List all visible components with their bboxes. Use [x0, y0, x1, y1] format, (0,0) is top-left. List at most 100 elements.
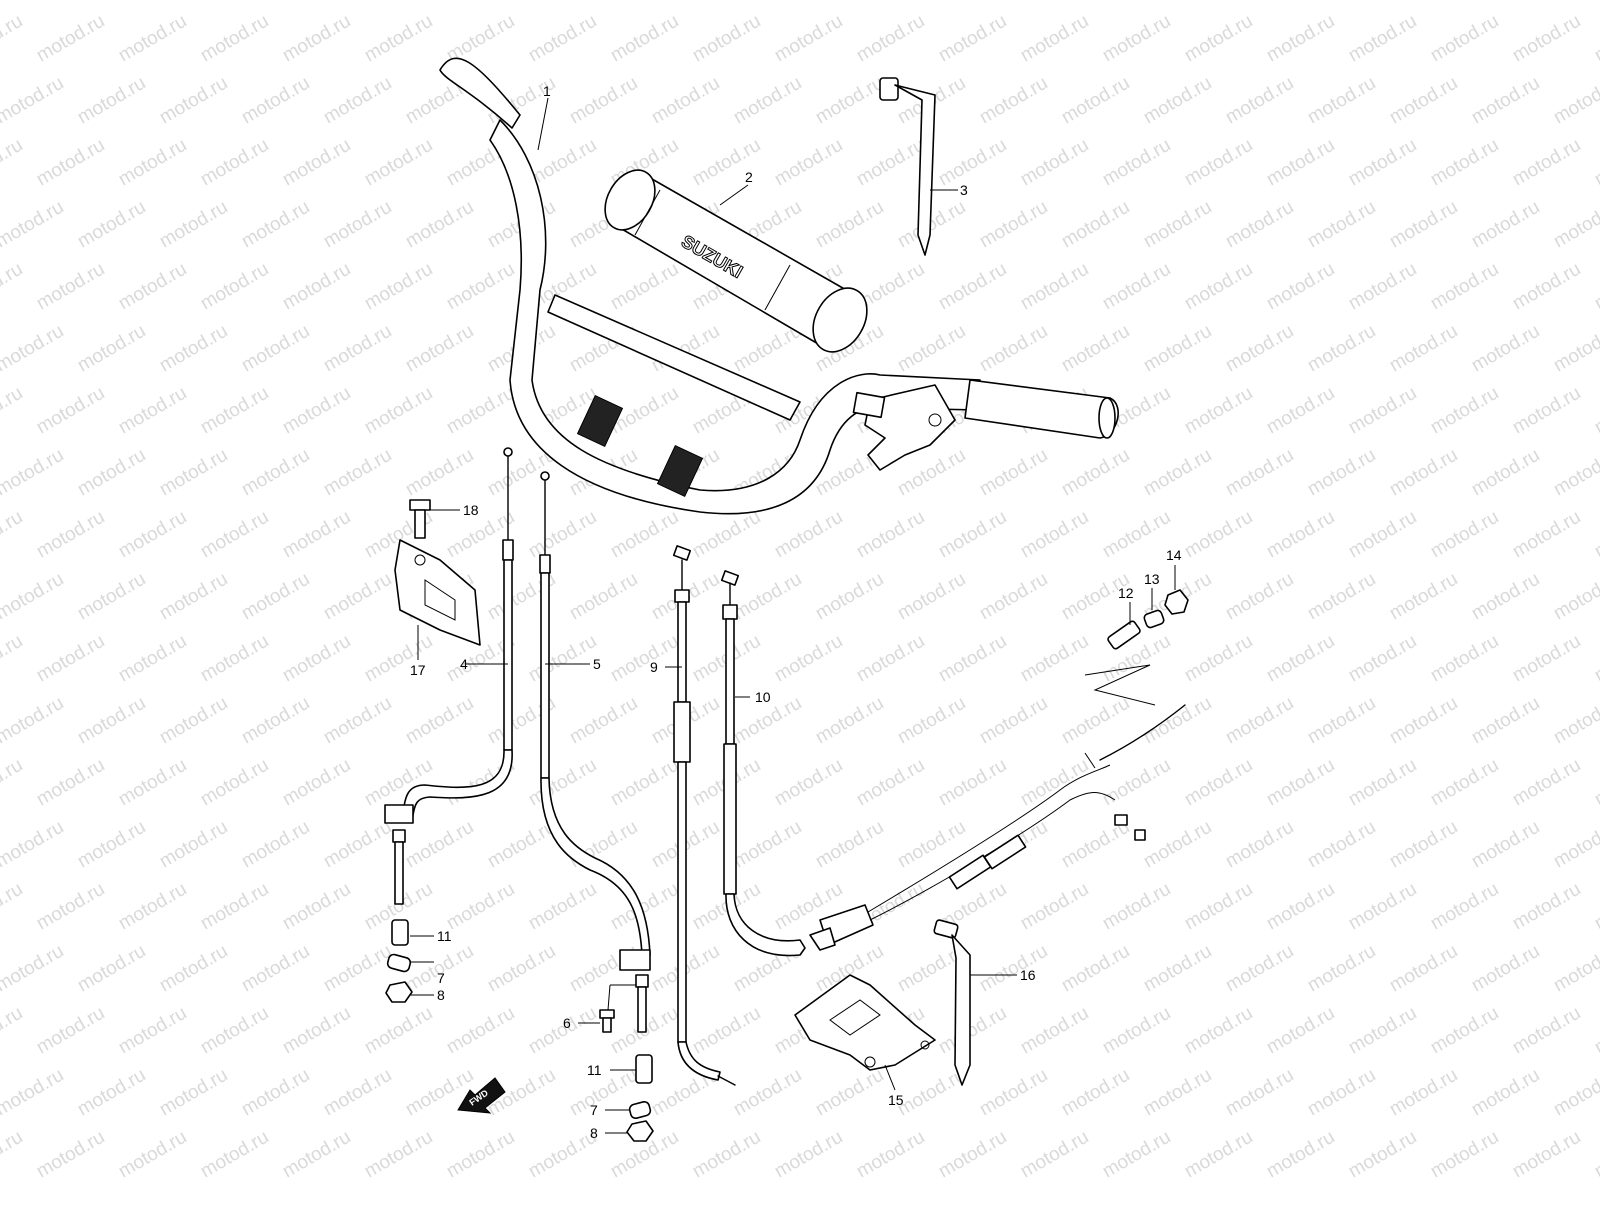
watermark-text: motod.ru	[1181, 1003, 1256, 1059]
watermark-text: motod.ru	[1099, 879, 1174, 935]
watermark-text: motod.ru	[279, 11, 354, 67]
watermark-text: motod.ru	[566, 693, 641, 749]
watermark-text: motod.ru	[730, 0, 805, 4]
callout-7-right: 7	[590, 1102, 598, 1118]
watermark-text: motod.ru	[1304, 693, 1379, 749]
watermark-text: motod.ru	[812, 73, 887, 129]
watermark-text: motod.ru	[1386, 445, 1461, 501]
watermark-text: motod.ru	[1181, 259, 1256, 315]
watermark-text: motod.ru	[0, 879, 26, 935]
cable-tie-3	[879, 77, 936, 256]
watermark-text: motod.ru	[320, 817, 395, 873]
watermark-text: motod.ru	[1591, 631, 1600, 687]
watermark-text: motod.ru	[935, 755, 1010, 811]
watermark-text: motod.ru	[976, 445, 1051, 501]
watermark-text: motod.ru	[976, 197, 1051, 253]
watermark-text: motod.ru	[1304, 197, 1379, 253]
watermark-text: motod.ru	[74, 445, 149, 501]
callout-11-right: 11	[587, 1062, 602, 1078]
watermark-text: motod.ru	[771, 631, 846, 687]
handlebar-pad: SUZUKI	[604, 169, 868, 353]
watermark-text: motod.ru	[1263, 755, 1338, 811]
watermark-text: motod.ru	[894, 817, 969, 873]
watermark-text: motod.ru	[1181, 383, 1256, 439]
watermark-text: motod.ru	[1550, 569, 1600, 625]
watermark-text: motod.ru	[1017, 135, 1092, 191]
watermark-text: motod.ru	[1427, 507, 1502, 563]
watermark-text: motod.ru	[1263, 1003, 1338, 1059]
watermark-text: motod.ru	[976, 569, 1051, 625]
watermark-text: motod.ru	[1509, 135, 1584, 191]
watermark-text: motod.ru	[1222, 321, 1297, 377]
bolt-18	[409, 499, 431, 539]
watermark-text: motod.ru	[320, 445, 395, 501]
watermark-text: motod.ru	[197, 755, 272, 811]
watermark-text: motod.ru	[812, 197, 887, 253]
watermark-text: motod.ru	[238, 197, 313, 253]
watermark-text: motod.ru	[1017, 631, 1092, 687]
watermark-text: motod.ru	[1263, 11, 1338, 67]
callout-13: 13	[1144, 571, 1160, 587]
watermark-text: motod.ru	[443, 879, 518, 935]
watermark-text: motod.ru	[1427, 755, 1502, 811]
watermark-text: motod.ru	[238, 817, 313, 873]
watermark-text: motod.ru	[1140, 321, 1215, 377]
watermark-text: motod.ru	[771, 1127, 846, 1183]
callout-1: 1	[543, 83, 551, 99]
watermark-text: motod.ru	[279, 879, 354, 935]
cable-5	[539, 471, 651, 1033]
watermark-text: motod.ru	[33, 135, 108, 191]
watermark-text: motod.ru	[156, 197, 231, 253]
watermark-text: motod.ru	[853, 11, 928, 67]
watermark-text: motod.ru	[771, 135, 846, 191]
watermark-text: motod.ru	[935, 11, 1010, 67]
watermark-text: motod.ru	[279, 631, 354, 687]
callout-5: 5	[593, 656, 601, 672]
watermark-text: motod.ru	[0, 755, 26, 811]
watermark-text: motod.ru	[484, 0, 559, 4]
watermark-text: motod.ru	[1550, 445, 1600, 501]
watermark-text: motod.ru	[320, 693, 395, 749]
watermark-text: motod.ru	[1017, 1003, 1092, 1059]
watermark-text: motod.ru	[1181, 507, 1256, 563]
watermark-text: motod.ru	[853, 631, 928, 687]
watermark-text: motod.ru	[156, 569, 231, 625]
watermark-text: motod.ru	[935, 1127, 1010, 1183]
watermark-text: motod.ru	[402, 0, 477, 4]
watermark-text: motod.ru	[1181, 755, 1256, 811]
watermark-text: motod.ru	[279, 135, 354, 191]
watermark-text: motod.ru	[197, 507, 272, 563]
watermark-text: motod.ru	[1304, 817, 1379, 873]
watermark-text: motod.ru	[0, 817, 67, 873]
watermark-text: motod.ru	[0, 507, 26, 563]
lever-clamp	[852, 384, 956, 471]
watermark-text: motod.ru	[1058, 1065, 1133, 1121]
watermark-text: motod.ru	[1345, 383, 1420, 439]
watermark-text: motod.ru	[894, 0, 969, 4]
callout-12: 12	[1118, 585, 1134, 601]
watermark-text: motod.ru	[0, 631, 26, 687]
watermark-text: motod.ru	[1468, 941, 1543, 997]
watermark-text: motod.ru	[320, 197, 395, 253]
watermark-text: motod.ru	[443, 383, 518, 439]
callout-15: 15	[888, 1092, 904, 1108]
watermark-text: motod.ru	[1140, 693, 1215, 749]
watermark-text: motod.ru	[1509, 631, 1584, 687]
watermark-text: motod.ru	[812, 0, 887, 4]
watermark-text: motod.ru	[1591, 879, 1600, 935]
callout-8-right: 8	[590, 1125, 598, 1141]
watermark-text: motod.ru	[279, 755, 354, 811]
watermark-text: motod.ru	[525, 631, 600, 687]
cable-10	[720, 570, 806, 957]
watermark-text: motod.ru	[1222, 73, 1297, 129]
watermark-text: motod.ru	[1386, 941, 1461, 997]
watermark-text: motod.ru	[443, 259, 518, 315]
watermark-text: motod.ru	[33, 879, 108, 935]
watermark-text: motod.ru	[525, 755, 600, 811]
watermark-text: motod.ru	[361, 135, 436, 191]
bracket-17	[394, 539, 481, 646]
watermark-text: motod.ru	[156, 73, 231, 129]
watermark-text: motod.ru	[33, 259, 108, 315]
watermark-text: motod.ru	[1386, 817, 1461, 873]
